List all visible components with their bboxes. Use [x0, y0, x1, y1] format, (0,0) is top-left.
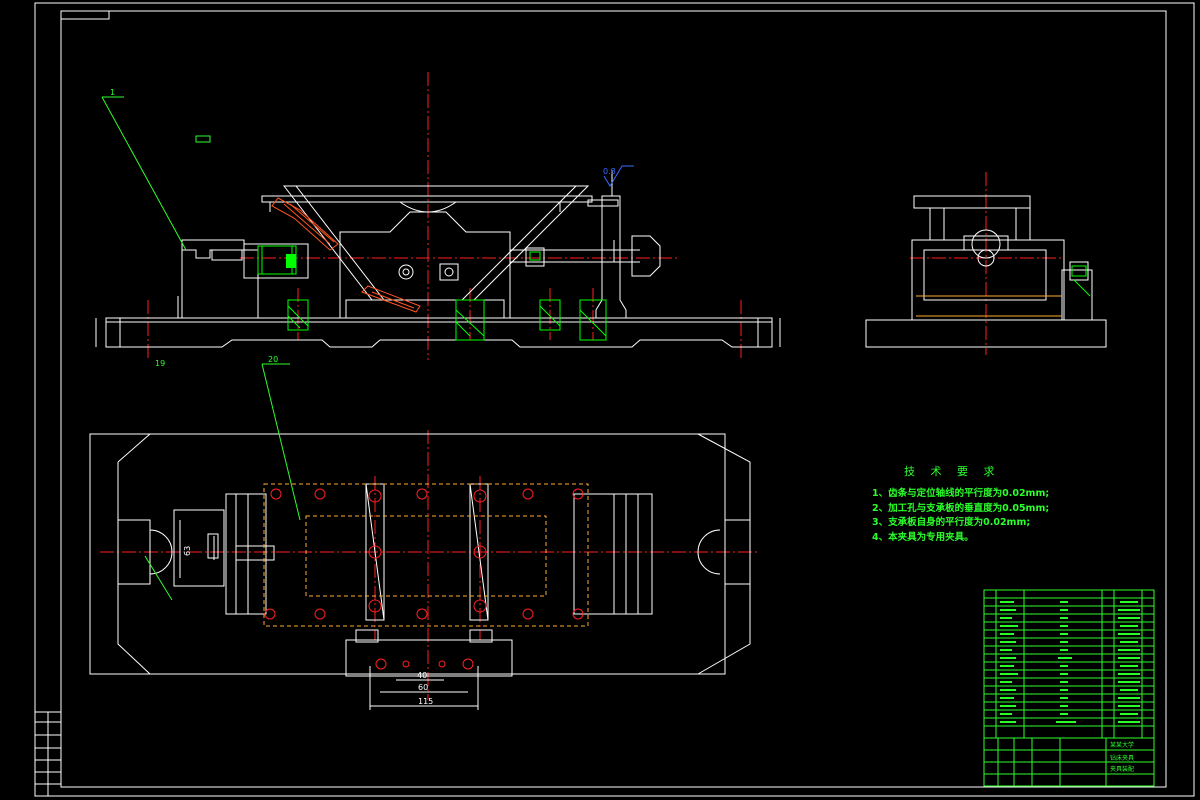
balloon-19: 19: [155, 359, 165, 368]
dim-40: 40: [417, 671, 427, 680]
parts-list: [983, 589, 1155, 787]
dim-115: 115: [418, 697, 433, 706]
roughness-value: 0.8: [603, 167, 616, 176]
title-drawing-no: 夹具装配: [1110, 765, 1134, 773]
green-note-tag: [195, 135, 211, 143]
roughness-symbol: [603, 165, 634, 187]
balloon-20: 20: [268, 355, 278, 364]
title-drawing-name: 钻床夹具: [1110, 754, 1134, 762]
dim-63: 63: [183, 546, 192, 556]
drawing-frame: [34, 2, 1195, 797]
technical-requirements: 技 术 要 求 1、齿条与定位轴线的平行度为0.02mm; 2、加工孔与支承板的…: [872, 463, 1092, 545]
front-view: 0.8 1 19: [95, 72, 781, 368]
requirement-4: 4、本夹具为专用夹具。: [872, 531, 974, 543]
parts-list-text-marks: [1000, 601, 1140, 723]
requirement-3: 3、支承板自身的平行度为0.02mm;: [872, 517, 1031, 528]
top-view: 40 60 115 63 20: [89, 355, 760, 710]
balloon-1: 1: [110, 88, 115, 97]
technical-requirements-title: 技 术 要 求: [904, 465, 1001, 478]
side-view: [865, 172, 1107, 355]
requirement-1: 1、齿条与定位轴线的平行度为0.02mm;: [872, 488, 1050, 499]
requirement-2: 2、加工孔与支承板的垂直度为0.05mm;: [872, 502, 1050, 514]
title-school: 某某大学: [1110, 741, 1134, 749]
dim-60: 60: [418, 683, 428, 692]
